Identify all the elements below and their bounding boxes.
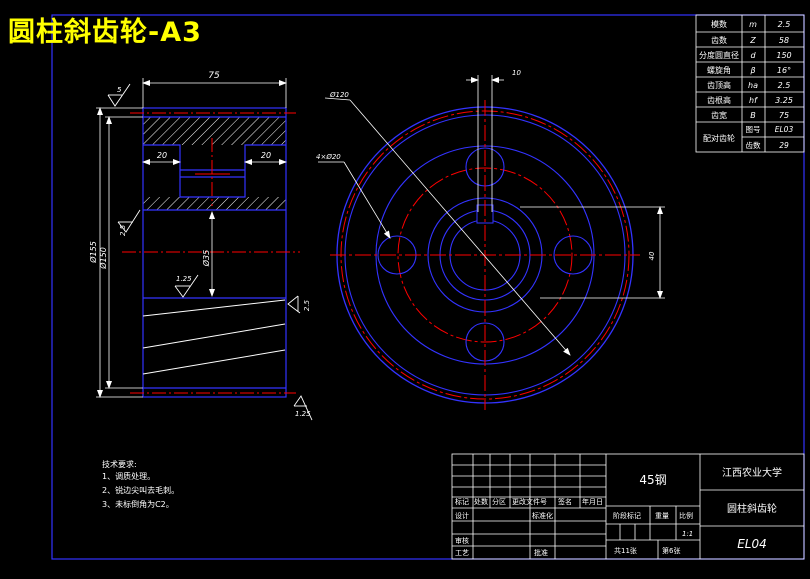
param-value: 3.25	[775, 96, 793, 105]
dim-web-left: 20	[157, 151, 167, 160]
rough-right-value: 2.5	[303, 299, 311, 311]
param-name: 齿数	[711, 35, 727, 45]
param-symbol: hf	[749, 96, 758, 105]
tb-design: 设计	[455, 511, 469, 520]
mating-drawing-key: 图号	[746, 125, 761, 134]
drawing-title-banner: 圆柱斜齿轮-A3	[8, 17, 202, 48]
mating-drawing-no: EL03	[775, 125, 794, 134]
dim-outer-dia: Ø155	[88, 241, 98, 264]
tb-material: 45钢	[639, 473, 666, 487]
param-symbol: m	[749, 20, 757, 29]
tb-sheet-no: 第6张	[662, 546, 680, 555]
param-name: 齿根高	[707, 95, 731, 105]
dim-width: 75	[208, 71, 220, 81]
param-name: 齿宽	[711, 110, 727, 120]
notes-item-1: 1、调质处理。	[102, 471, 155, 481]
dim-pcd: Ø120	[329, 91, 349, 99]
tb-part-name: 圆柱斜齿轮	[727, 502, 777, 515]
rough-hub-value: 2.5	[119, 224, 127, 236]
param-name: 螺旋角	[707, 65, 731, 75]
param-symbol: ha	[748, 81, 758, 90]
parameter-table	[695, 14, 805, 153]
param-value: 150	[776, 51, 791, 60]
param-symbol: B	[750, 111, 756, 120]
mating-gear-label: 配对齿轮	[703, 133, 735, 143]
end-view	[330, 100, 640, 410]
tb-sheets: 共11张	[614, 546, 637, 555]
tb-process: 工艺	[455, 549, 469, 557]
tb-scale-value: 1:1	[682, 530, 693, 538]
tb-stage-mark: 阶段标记	[613, 511, 641, 520]
parameter-rows: 模数 m 2.5 齿数 Z 58 分度圆直径 d 150 螺旋角 β 16° 齿顶高 ha 2.5 齿根高 hf…	[699, 19, 793, 120]
tb-count: 处数	[474, 497, 488, 506]
param-symbol: β	[749, 66, 755, 75]
tb-school: 江西农业大学	[722, 466, 782, 479]
rim-hatch-upper	[143, 117, 286, 145]
roughness-symbols	[107, 83, 313, 421]
notes-heading: 技术要求:	[102, 459, 137, 469]
rough-top-value: 5	[117, 86, 122, 94]
tb-sign: 签名	[558, 497, 572, 506]
dim-bore-dia: Ø35	[201, 250, 211, 267]
param-name: 齿顶高	[707, 80, 731, 90]
end-view-dimensions	[318, 75, 665, 356]
title-block	[451, 453, 805, 560]
param-value: 2.5	[778, 20, 791, 29]
param-value: 58	[779, 36, 789, 45]
tb-standardize: 标准化	[532, 511, 553, 520]
param-value: 16°	[777, 66, 791, 75]
mating-teeth-count: 29	[779, 141, 789, 150]
notes-item-2: 2、锐边尖叫去毛刺。	[102, 485, 179, 495]
tb-mark: 标记	[455, 497, 469, 506]
tb-date: 年月日	[582, 497, 603, 506]
section-view	[122, 107, 300, 398]
param-value: 2.5	[778, 81, 791, 90]
dim-keyway-depth: 40	[648, 251, 656, 260]
notes-item-3: 3、未标倒角为C2。	[102, 499, 174, 509]
rim-hatch-lower	[143, 197, 286, 210]
tb-weight: 重量	[655, 512, 669, 520]
tb-check: 审核	[455, 536, 469, 545]
dim-web-right: 20	[261, 151, 271, 160]
rough-bottom-value: 1.25	[295, 410, 311, 418]
tb-change-doc: 更改文件号	[512, 497, 547, 506]
tb-approve: 批准	[534, 548, 548, 557]
border-frame	[51, 14, 805, 560]
dim-holes: 4×Ø20	[316, 153, 341, 161]
param-symbol: Z	[749, 36, 756, 45]
mating-teeth-key: 齿数	[746, 140, 761, 150]
dim-keyway-width: 10	[512, 69, 521, 77]
tb-zone: 分区	[492, 497, 506, 506]
dim-root-dia: Ø150	[98, 247, 108, 270]
param-name: 分度圆直径	[699, 50, 739, 60]
rough-bore-value: 1.25	[176, 275, 192, 283]
param-name: 模数	[711, 19, 727, 29]
tb-scale-label: 比例	[679, 511, 693, 520]
section-dimensions	[96, 78, 287, 398]
param-value: 75	[779, 111, 789, 120]
tb-drawing-no: EL04	[737, 537, 767, 551]
param-symbol: d	[750, 51, 756, 60]
